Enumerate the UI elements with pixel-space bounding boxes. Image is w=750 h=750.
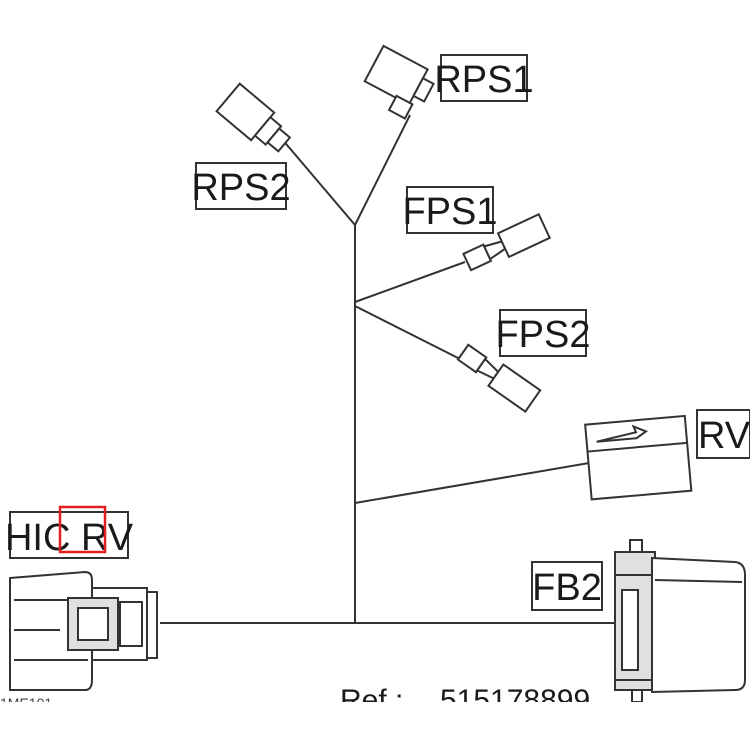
rv-component	[584, 414, 693, 501]
label-hic-rv: HIC RV	[5, 511, 134, 559]
label-fb2-text: FB2	[532, 567, 602, 609]
label-rps2-text: RPS2	[191, 167, 290, 209]
label-fps1-text: FPS1	[402, 191, 497, 233]
label-rps1-text: RPS1	[434, 59, 533, 101]
hic-rv-connector	[9, 570, 158, 691]
fps2-terminal	[456, 343, 542, 413]
label-rps1: RPS1	[434, 54, 534, 102]
highlight-box	[58, 505, 107, 554]
label-fb2: FB2	[531, 561, 603, 611]
label-rv: RV	[696, 409, 750, 459]
label-fps2-text: FPS2	[495, 314, 590, 356]
rps1-sensor	[363, 44, 435, 120]
bottom-crop-band	[0, 702, 750, 750]
label-fps2: FPS2	[495, 309, 591, 357]
fb2-fuse-box	[614, 539, 746, 703]
harness-wires	[160, 114, 615, 624]
label-rps2: RPS2	[191, 162, 291, 210]
fps1-terminal	[462, 212, 552, 272]
label-rv-text: RV	[698, 415, 750, 457]
label-fps1: FPS1	[402, 186, 498, 234]
rps2-sensor	[215, 82, 292, 153]
